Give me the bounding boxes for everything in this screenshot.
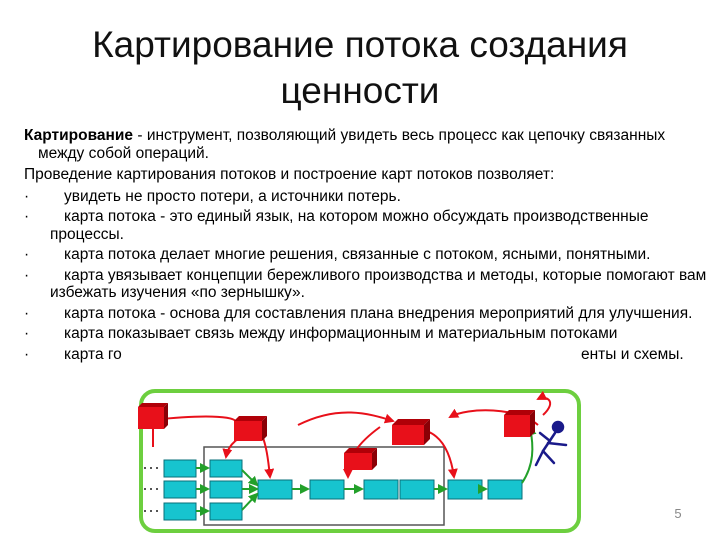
bullet-item-partial: · карта го енты и схемы. [24,346,714,364]
bullet-item: · увидеть не просто потери, а источники п… [24,188,714,206]
bullet-item: · карта потока делает многие решения, свя… [24,246,714,264]
bullet-item: · карта потока - это единый язык, на кото… [24,208,714,243]
lead-paragraph: Проведение картирования потоков и постро… [24,166,555,183]
red-info-block [392,419,430,445]
red-info-block [344,448,377,470]
process-box [209,480,243,499]
input-dots [144,467,160,512]
slide-title: Картирование потока создания ценности [92,24,628,111]
process-box [257,479,293,500]
bullet-dot: · [24,187,30,205]
material-flow-arrows [196,425,537,516]
bullet-text: увидеть не просто потери, а источники по… [64,187,401,205]
bullet-dot: · [24,345,30,363]
bullet-dot: · [24,304,30,322]
intro-rest-text: - инструмент, позволяющий увидеть весь п… [38,127,666,162]
bullet-text: карта показывает связь между информацион… [64,325,618,342]
red-info-block [138,403,168,429]
page-number: 5 [674,506,682,521]
bullet-text: карта потока - это единый язык, на котор… [50,208,649,243]
input-box [163,480,197,499]
bullet-dot: · [24,325,30,342]
bullet-item: · карта потока - основа для составления п… [24,305,714,323]
bullet-text: карта потока делает многие решения, связ… [64,246,651,263]
input-box [163,502,197,521]
process-box [399,479,435,500]
bullet-text-start: карта го [64,345,122,363]
bullet-text-end: енты и схемы. [581,345,684,363]
value-stream-map-diagram [138,389,581,533]
process-box [487,479,523,500]
process-box [309,479,345,500]
bullet-text: карта потока - основа для составления пл… [64,304,693,322]
bullet-item: · карта увязывает концепции бережливого п… [24,267,714,302]
red-info-block [234,416,267,441]
intro-paragraph: Картирование - инструмент, позволяющий у… [24,127,714,162]
process-box [447,479,483,500]
input-box [163,459,197,478]
customer-figure-icon [534,420,568,467]
bullet-dot: · [24,266,30,284]
bullet-text: карта увязывает концепции бережливого пр… [50,266,707,302]
slide-body: Картирование - инструмент, позволяющий у… [24,127,714,366]
bullet-dot: · [24,208,30,225]
red-info-block [504,410,535,437]
process-box [363,479,399,500]
bullet-dot: · [24,246,30,263]
bullet-item: · карта показывает связь между информацио… [24,325,714,343]
process-box [209,502,243,521]
intro-bold-term: Картирование [24,127,134,144]
process-box [209,459,243,478]
